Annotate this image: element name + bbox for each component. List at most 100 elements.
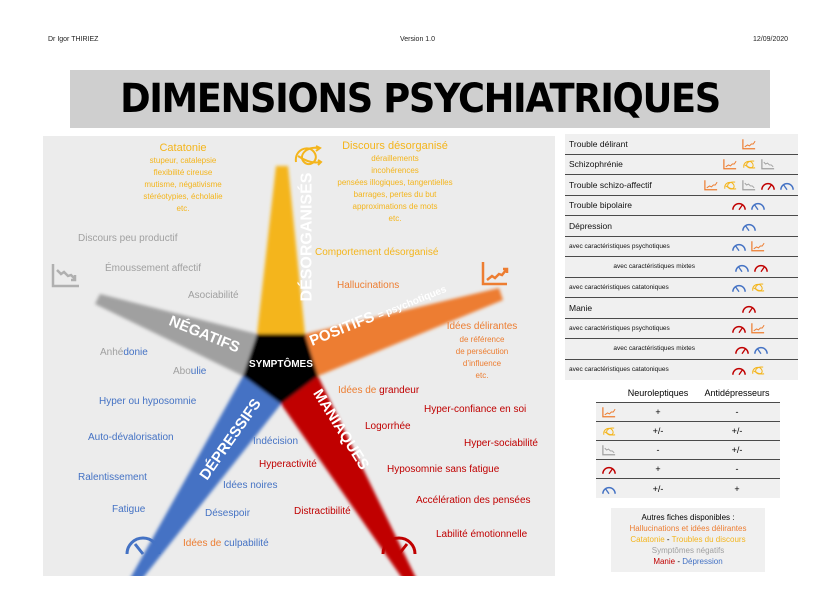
manic-item: Logorrhée (365, 421, 411, 432)
antidepressants-value: - (735, 464, 739, 474)
anhedonia-b: donie (123, 347, 148, 358)
neuroleptics-value: + (655, 407, 661, 417)
positive-icon (751, 323, 765, 334)
arm-disorganized (257, 166, 305, 334)
disorder-icons (699, 240, 798, 252)
negative-icon (760, 159, 774, 170)
depressive-item: Fatigue (112, 504, 146, 515)
separator: - (664, 535, 672, 544)
manic-icon (732, 367, 746, 375)
disorder-icons (705, 261, 798, 273)
positive-icon (703, 180, 718, 191)
positive-icon (602, 407, 616, 418)
grandiosity-a: Idées de (338, 385, 380, 396)
treatment-header-row: Neuroleptiques Antidépresseurs (596, 384, 780, 403)
disorder-label: avec caractéristiques mixtes (613, 345, 695, 353)
delusions-title: Idées délirantes (446, 321, 518, 332)
sheet-link-mania[interactable]: Manie (653, 557, 676, 566)
treatment-row: + - (596, 460, 780, 479)
disorder-row: avec caractéristiques catatoniques (565, 277, 798, 298)
catatonia-line: etc. (176, 204, 190, 213)
guilt-b: culpabilité (224, 538, 269, 549)
author: Dr Igor THIRIEZ (48, 36, 99, 43)
antidepressants-value: +/- (731, 445, 743, 455)
manic-item: Hyper-confiance en soi (424, 404, 527, 415)
manic-icon (735, 346, 749, 354)
speech-line: incohérences (371, 166, 419, 175)
version: Version 1.0 (400, 36, 436, 43)
sheet-link-hallucinations[interactable]: Hallucinations et idées délirantes (629, 524, 747, 533)
delusions-line: de persécution (455, 347, 509, 356)
treatment-row: +/- + (596, 479, 780, 498)
treatment-row: +/- +/- (596, 422, 780, 441)
positive-icon (751, 241, 765, 252)
center-label: SYMPTÔMES (249, 359, 313, 370)
speech-line: etc. (388, 214, 402, 223)
sheet-link-catatonia[interactable]: Catatonie (630, 535, 665, 544)
disorder-label: avec caractéristiques catatoniques (569, 283, 669, 291)
depressive-icon (779, 182, 794, 190)
sheet-link-speech[interactable]: Troubles du discours (671, 535, 746, 544)
disorganized-icon (723, 181, 736, 190)
neuroleptics-value: +/- (652, 483, 664, 494)
treatment-icon-cell (596, 444, 622, 456)
negative-item: Discours peu productif (78, 233, 178, 244)
manic-icon (732, 326, 746, 334)
disorganized-speech-title: Discours désorganisé (342, 140, 448, 152)
guilt: Idées de culpabilité (183, 538, 269, 550)
disorder-icons (699, 158, 798, 170)
page-title: DIMENSIONS PSYCHIATRIQUES (120, 76, 721, 122)
disorder-row: avec caractéristiques psychotiques (565, 318, 798, 339)
neuroleptics-value: +/- (652, 426, 664, 436)
disorder-label: Dépression (569, 220, 612, 231)
other-sheets-title: Autres fiches disponibles : (641, 513, 735, 522)
disorganized-icon (752, 283, 765, 292)
disorder-label: Trouble délirant (569, 138, 628, 149)
disorder-row: avec caractéristiques mixtes (565, 257, 798, 278)
negative-icon (51, 264, 79, 288)
disorganized-icon (294, 145, 323, 166)
delusions-line: d’influence (462, 359, 502, 368)
sheet-link-negative[interactable]: Symptômes négatifs (651, 546, 725, 555)
depressive-icon (732, 285, 746, 293)
manic-icon (732, 203, 746, 211)
treatment-icon-cell (596, 483, 622, 495)
delusions-line: etc. (475, 371, 489, 380)
disorder-label: Manie (569, 302, 593, 313)
sheet-line-2: Catatonie - Troubles du discours (611, 534, 765, 545)
depressive-gauge-icon (125, 536, 161, 555)
manic-item: Accélération des pensées (416, 495, 531, 506)
disorder-label: avec caractéristiques psychotiques (569, 324, 670, 332)
manic-icon (741, 305, 756, 313)
disorder-row: avec caractéristiques mixtes (565, 339, 798, 360)
speech-line: déraillements (371, 154, 419, 163)
disorder-icons (699, 302, 798, 314)
anhedonia-a: Anhé (100, 347, 124, 358)
dimensions-diagram: DÉSORGANISÉS POSITIFS = psychotiques NÉG… (43, 136, 555, 576)
disorganized-behavior: Comportement désorganisé (315, 247, 439, 258)
manic-item: Hyperactivité (259, 459, 317, 470)
guilt-a: Idées de (183, 538, 225, 549)
depressive-icon (732, 244, 746, 252)
disorder-icons (699, 199, 798, 211)
positive-icon (741, 139, 756, 150)
depressive-item: Ralentissement (78, 472, 147, 483)
header-neuroleptics: Neuroleptiques (627, 388, 689, 398)
neuroleptics-value: + (655, 464, 661, 474)
treatment-icon-cell (596, 463, 622, 475)
catatonia-line: stéréotypies, écholalie (143, 192, 223, 201)
disorder-row: Manie (565, 298, 798, 319)
treatment-icon-cell (596, 406, 622, 418)
negative-icon (602, 445, 616, 456)
disorganized-icon (752, 366, 765, 375)
sheet-link-depression[interactable]: Dépression (682, 557, 723, 566)
disorder-row: avec caractéristiques psychotiques (565, 236, 798, 257)
disorder-row: avec caractéristiques catatoniques (565, 359, 798, 380)
manic-icon (754, 264, 768, 272)
catatonia-line: mutisme, négativisme (144, 180, 222, 189)
delusions-line: de référence (459, 335, 505, 344)
positive-icon (722, 159, 737, 170)
separator: - (675, 557, 683, 566)
arm-depressive (131, 376, 281, 576)
